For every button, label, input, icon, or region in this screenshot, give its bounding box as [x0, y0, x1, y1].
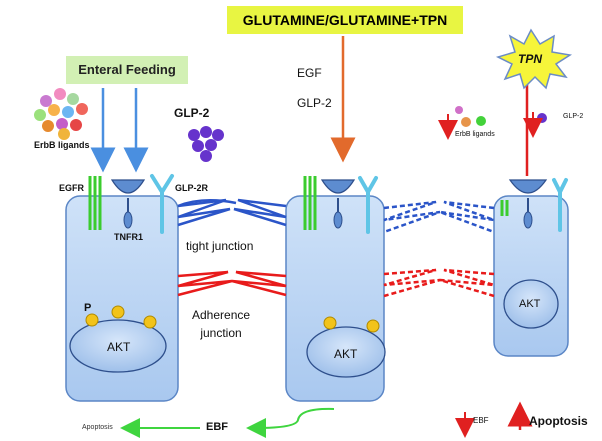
egfr-receptor-right — [500, 200, 509, 216]
egfr-label: EGFR — [59, 183, 85, 193]
tnfr1-cup-icon — [320, 179, 356, 229]
starburst-icon — [495, 28, 573, 90]
erbb-ligand-cluster — [34, 88, 88, 140]
akt-right-label: AKT — [519, 298, 541, 310]
phospho-p-label: P — [84, 302, 92, 314]
adherence-junction-label: Adherence junction — [192, 308, 251, 340]
receptor-y-icon — [358, 176, 378, 234]
glp2-label: GLP-2 — [174, 106, 210, 120]
phospho-dot — [85, 313, 99, 327]
ebf-right-label: EBF — [473, 416, 489, 425]
tnfr1-label: TNFR1 — [114, 232, 143, 242]
phospho-dot — [323, 316, 337, 330]
tpn-erbb-label: ErbB ligands — [455, 131, 495, 138]
phospho-dot — [366, 319, 380, 333]
tight-junction-left — [177, 198, 287, 227]
phospho-dot — [143, 315, 157, 329]
adherence-junction-left — [177, 270, 287, 297]
glp2r-label: GLP-2R — [175, 183, 209, 193]
tpn-glp2-label: GLP-2 — [563, 113, 584, 120]
tpn-ligand-dot — [476, 116, 486, 126]
enteral-feeding-box — [66, 56, 188, 84]
apoptosis-left-label: Apoptosis — [82, 424, 113, 431]
adherence-junction-right — [383, 268, 495, 298]
glutamine-label: GLUTAMINE/GLUTAMINE+TPN — [242, 12, 448, 28]
tight-junction-label: tight junction — [186, 239, 254, 253]
phospho-dot — [111, 305, 125, 319]
tpn-glp2-dot — [537, 113, 547, 123]
akt-middle-label: AKT — [334, 347, 358, 361]
tnfr1-cup-icon — [110, 179, 146, 229]
egfr-receptor-left — [88, 176, 102, 230]
apoptosis-right-label: Apoptosis — [529, 414, 588, 428]
tpn-ligand-dot — [461, 117, 471, 127]
ebf-center-label: EBF — [206, 421, 228, 433]
nucleus-middle — [306, 326, 386, 378]
glp2-molecule-cluster — [188, 126, 224, 162]
arrow-cell-to-ebf — [246, 407, 335, 438]
receptor-y-icon — [150, 174, 174, 234]
enteral-feeding-label: Enteral Feeding — [78, 62, 176, 77]
glp2-mid-label: GLP-2 — [297, 96, 332, 110]
tpn-ligand-dot — [455, 106, 463, 114]
tnfr1-cup-icon — [508, 179, 548, 229]
tight-junction-right — [383, 200, 495, 234]
receptor-y-icon — [552, 178, 568, 232]
egfr-receptor-middle — [303, 176, 317, 230]
erbb-ligands-label: ErbB ligands — [34, 140, 90, 150]
egf-label: EGF — [297, 66, 322, 80]
glutamine-box — [227, 6, 463, 34]
nucleus-right — [503, 279, 559, 329]
nucleus-left — [69, 319, 167, 373]
tpn-label: TPN — [518, 52, 542, 66]
akt-left-label: AKT — [107, 340, 131, 354]
